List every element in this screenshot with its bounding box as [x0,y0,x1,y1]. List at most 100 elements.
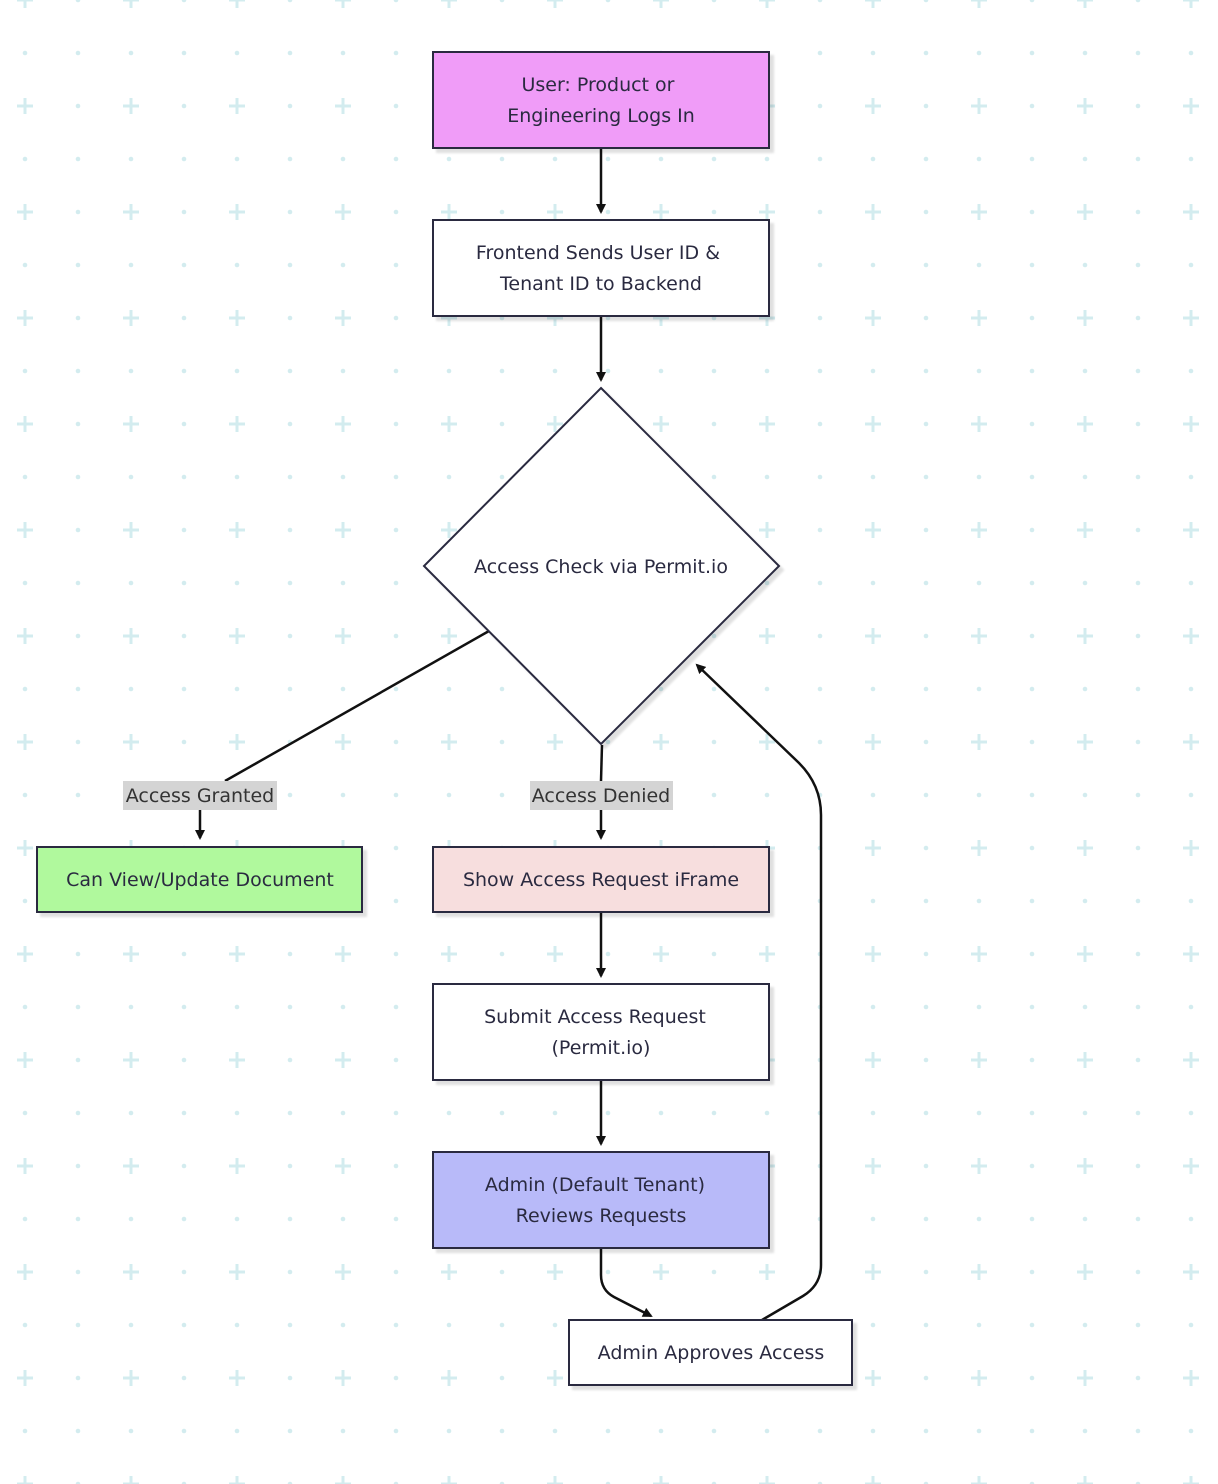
grid-dot [1135,951,1141,957]
grid-plus [17,416,33,432]
grid-plus [441,1476,457,1484]
grid-plus [971,0,987,8]
grid-dot [1135,527,1141,533]
grid-plus [1077,1476,1093,1484]
grid-plus [971,1052,987,1068]
grid-dot [234,1428,240,1434]
edge-label-denied: Access Denied [530,781,673,810]
grid-dot [1135,1057,1141,1063]
edge-label-granted-text: Access Granted [126,785,275,807]
grid-plus [547,946,563,962]
grid-dot [1135,686,1141,692]
grid-dot [1135,262,1141,268]
grid-dot [181,1428,187,1434]
grid-plus [17,0,33,8]
grid-plus [123,204,139,220]
grid-plus [1077,98,1093,114]
grid-plus [865,522,881,538]
grid-dot [1188,1216,1194,1222]
grid-dot [393,315,399,321]
grid-dot [1082,156,1088,162]
grid-dot [1188,686,1194,692]
grid-dot [1188,262,1194,268]
grid-dot [1029,156,1035,162]
grid-plus [17,1158,33,1174]
grid-plus [1077,1158,1093,1174]
grid-dot [1029,1216,1035,1222]
edge-check-to-denied-label [599,744,604,782]
grid-dot [181,1375,187,1381]
grid-plus [653,734,669,750]
grid-dot [923,898,929,904]
grid-dot [287,1269,293,1275]
grid-plus [17,840,33,856]
grid-dot [976,50,982,56]
grid-dot [128,686,134,692]
grid-plus [865,946,881,962]
grid-dot [1029,1110,1035,1116]
grid-plus [17,522,33,538]
grid-dot [22,898,28,904]
grid-dot [393,368,399,374]
grid-dot [817,739,823,745]
node-admin-reviews-label: Admin (Default Tenant) Reviews Requests [485,1168,711,1227]
grid-plus [1077,628,1093,644]
grid-dot [1029,951,1035,957]
grid-dot [181,1269,187,1275]
grid-dot [1082,898,1088,904]
grid-dot [75,262,81,268]
grid-dot [605,209,611,215]
grid-dot [976,1110,982,1116]
grid-dot [75,1216,81,1222]
grid-dot [499,0,505,3]
grid-plus [971,204,987,220]
grid-dot [287,1428,293,1434]
grid-dot [22,1110,28,1116]
grid-plus [1183,628,1199,644]
grid-dot [1188,1004,1194,1010]
grid-dot [552,156,558,162]
grid-dot [923,368,929,374]
grid-plus [971,98,987,114]
grid-plus [17,204,33,220]
grid-dot [22,262,28,268]
grid-dot [128,1004,134,1010]
grid-dot [711,1428,717,1434]
grid-dot [1029,1163,1035,1169]
grid-dot [287,1110,293,1116]
grid-dot [923,209,929,215]
grid-dot [393,845,399,851]
grid-dot [181,103,187,109]
grid-dot [923,1110,929,1116]
grid-dot [499,686,505,692]
grid-dot [870,156,876,162]
grid-plus [1183,416,1199,432]
grid-dot [1188,580,1194,586]
grid-dot [234,262,240,268]
grid-dot [976,1004,982,1010]
grid-dot [1135,1481,1141,1484]
grid-dot [499,739,505,745]
node-can-view-label: Can View/Update Document [66,869,334,891]
grid-plus [123,1052,139,1068]
grid-dot [499,474,505,480]
node-access-check-label: Access Check via Permit.io [474,556,728,578]
grid-dot [287,527,293,533]
grid-plus [335,522,351,538]
grid-dot [1135,1322,1141,1328]
node-admin-approves-label: Admin Approves Access [598,1342,825,1364]
grid-dot [817,209,823,215]
grid-plus [1077,204,1093,220]
grid-plus [335,416,351,432]
node-access-check [422,386,781,746]
grid-plus [971,310,987,326]
grid-dot [181,739,187,745]
grid-dot [1029,739,1035,745]
grid-dot [1135,1163,1141,1169]
grid-dot [605,1110,611,1116]
grid-dot [923,103,929,109]
grid-plus [441,522,457,538]
grid-dot [1135,0,1141,3]
grid-plus [1183,522,1199,538]
grid-dot [1082,1004,1088,1010]
